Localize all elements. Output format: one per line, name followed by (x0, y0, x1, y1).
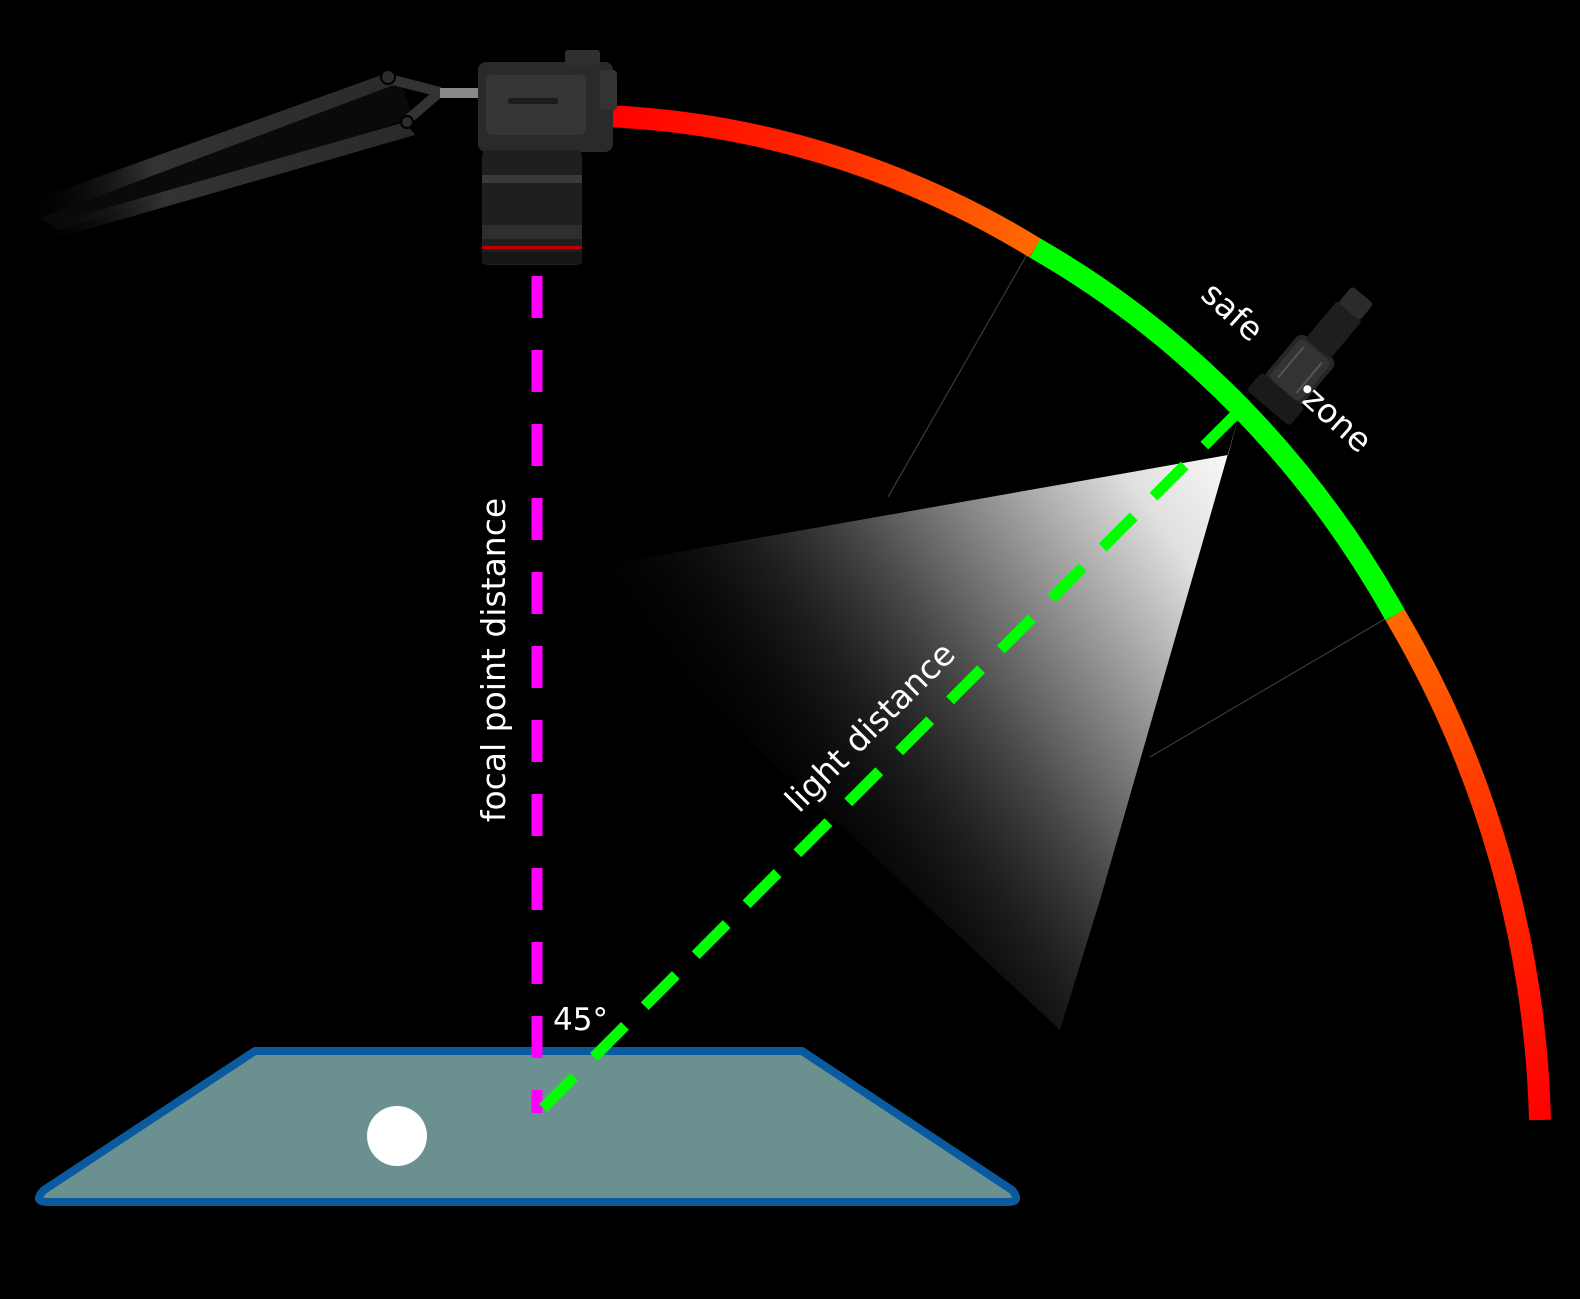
arc-safe-zone (1029, 238, 1405, 621)
light-distance-line (539, 404, 1246, 1112)
arc-danger-bottom (1385, 609, 1551, 1121)
safe-label: safe (1194, 274, 1272, 349)
focal-point-distance-label: focal point distance (474, 498, 513, 822)
flashlight-icon (1248, 287, 1373, 425)
platform (34, 1047, 1021, 1206)
angle-label: 45° (553, 1002, 608, 1038)
guide-line-upper (887, 250, 1030, 498)
camera-icon (478, 50, 617, 265)
light-beam (588, 412, 1240, 1030)
arc-danger-top (604, 105, 1041, 258)
subject-dot (367, 1106, 427, 1166)
arc (604, 105, 1551, 1121)
articulated-arm-icon (20, 69, 480, 240)
guide-line-lower (1149, 611, 1398, 758)
